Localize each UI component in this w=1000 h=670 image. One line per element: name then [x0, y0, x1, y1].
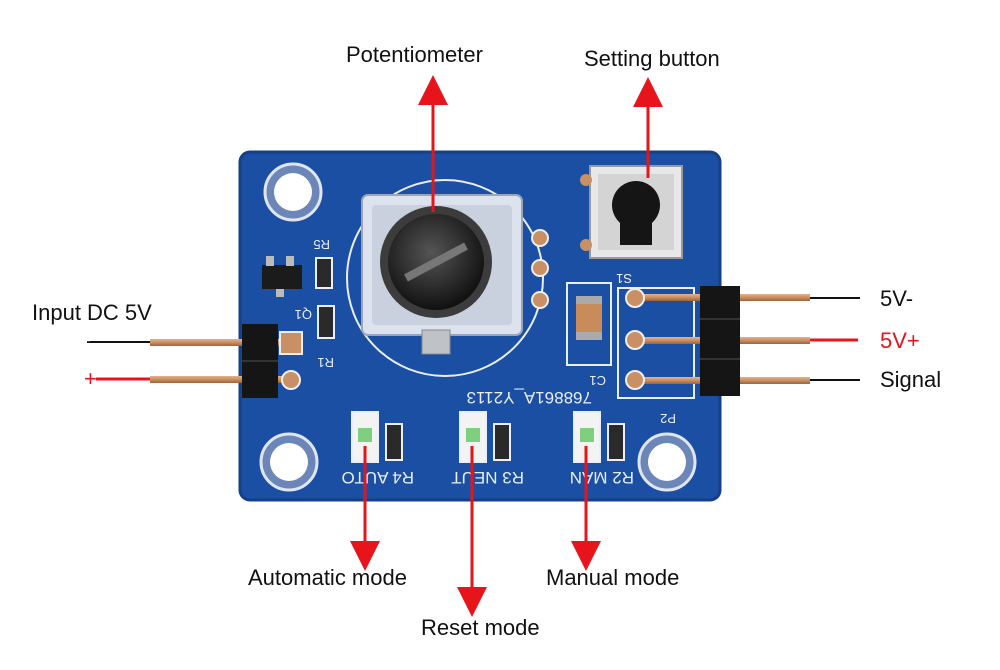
label-input-dc: Input DC 5V: [32, 300, 152, 325]
mounting-hole-bottom-right: [637, 432, 697, 492]
label-5v-minus: 5V-: [880, 286, 914, 311]
tactile-button-s1: [580, 165, 683, 259]
silk-c1: C1: [589, 373, 606, 388]
label-signal: Signal: [880, 367, 942, 392]
header-p2: [625, 286, 810, 396]
label-minus: -: [86, 328, 94, 353]
resistor-r5: [315, 257, 333, 289]
silk-r1: R1: [317, 355, 334, 370]
label-potentiometer: Potentiometer: [346, 42, 483, 67]
potentiometer-component: [361, 194, 549, 355]
led-auto: [351, 411, 403, 463]
silk-board-code: 768861A_Y2113: [467, 388, 592, 407]
silk-neut: R3 NEUT: [451, 468, 524, 487]
label-manual-mode: Manual mode: [546, 565, 680, 590]
header-input: [150, 324, 303, 398]
transistor-q1: [262, 256, 302, 297]
silk-s1: S1: [616, 271, 632, 286]
label-automatic-mode: Automatic mode: [248, 565, 407, 590]
silk-p2: P2: [660, 411, 676, 426]
silk-auto: R4 AUTO: [342, 468, 414, 487]
label-setting-button: Setting button: [584, 46, 720, 71]
silk-man: R2 MAN: [570, 468, 634, 487]
resistor-r1: [317, 305, 335, 339]
silkscreen-ring: [346, 179, 544, 377]
capacitor-c1: [566, 282, 612, 366]
label-reset-mode: Reset mode: [421, 615, 540, 640]
label-5v-plus: 5V+: [880, 328, 920, 353]
mounting-hole-top-left: [263, 162, 323, 222]
mounting-hole-bottom-left: [259, 432, 319, 492]
silk-q1: Q1: [295, 307, 312, 322]
label-plus: +: [84, 366, 97, 391]
silk-r5: R5: [313, 237, 330, 252]
